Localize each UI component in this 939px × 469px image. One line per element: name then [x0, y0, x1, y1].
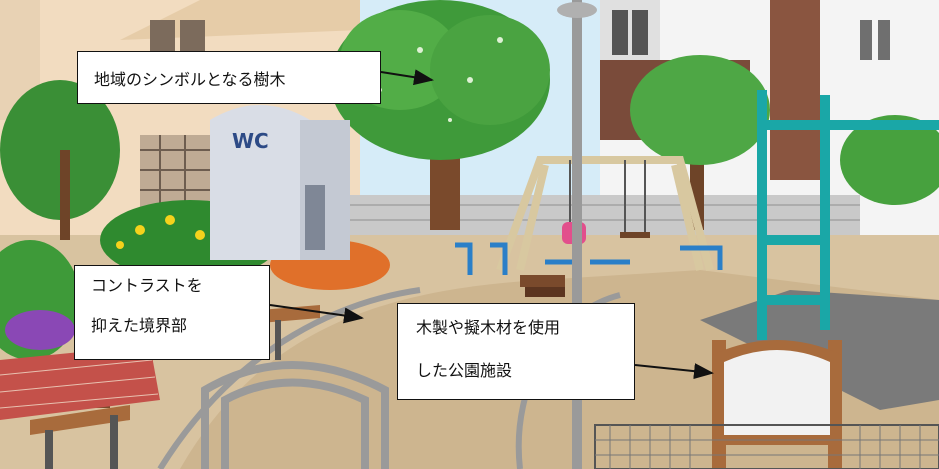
arch-bollard: [201, 361, 389, 469]
callout-boundary: コントラストを 抑えた境界部: [74, 265, 270, 360]
swing-set: [496, 156, 714, 272]
arrow-tree: [380, 69, 434, 86]
bench-center: [520, 275, 565, 297]
brick-bed: [0, 345, 160, 420]
wooden-sign-board: [712, 340, 842, 469]
wc-building: WC: [210, 105, 350, 260]
callout-boundary-line2: 抑えた境界部: [91, 316, 188, 335]
back-fence: [340, 195, 860, 235]
callout-facility-line1: 木製や擬木材を使用: [416, 318, 561, 337]
callout-boundary-line1: コントラストを: [91, 276, 203, 295]
arrow-boundary: [269, 304, 364, 324]
mesh-fence: [594, 424, 939, 469]
climbing-bars: [757, 90, 939, 340]
callout-facility-line2: した公園施設: [416, 361, 513, 380]
arrow-facility: [634, 363, 714, 380]
callout-tree-text: 地域のシンボルとなる樹木: [94, 70, 286, 89]
callout-symbol-tree: 地域のシンボルとなる樹木: [77, 51, 381, 104]
callout-park-facility: 木製や擬木材を使用 した公園施設: [397, 303, 635, 400]
wc-sign: WC: [232, 129, 269, 153]
far-right-tree: [840, 115, 939, 205]
lamp-pole: [557, 0, 597, 469]
